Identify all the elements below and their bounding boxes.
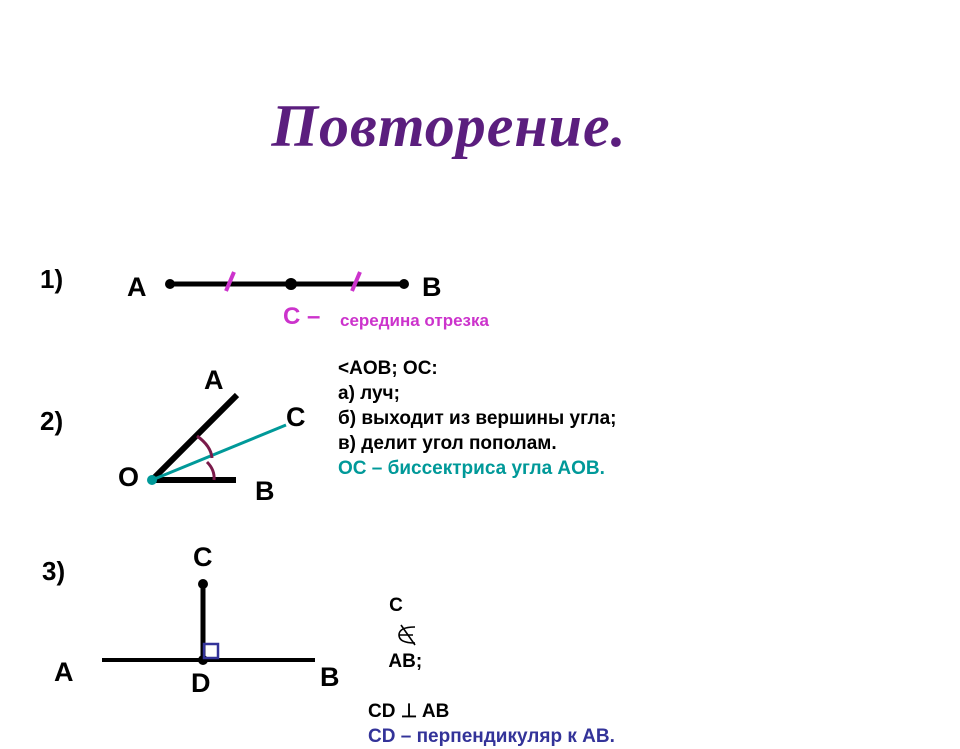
label-b: B [422,272,442,302]
geometry-figures [102,271,409,665]
property-line: в) делит угол пополам. [338,433,557,454]
label-c: C [286,402,306,432]
equal-tick-left [224,271,236,292]
statement-line-1: C AB; [368,568,615,699]
label-a: A [204,365,224,395]
point-a [165,279,175,289]
bisector-conclusion: OC – биссектриса угла AOB. [338,458,605,479]
angle-aob-figure [147,392,287,485]
label-d: D [191,668,211,698]
point-c [285,278,297,290]
label-a: A [127,272,147,302]
point-b [399,279,409,289]
statement-c: C [389,595,403,616]
label-o: O [118,462,140,492]
not-element-of-icon [398,624,416,646]
label-c: C [193,542,213,572]
angle-arc-2 [205,460,216,481]
perpendicular-conclusion: CD – перпендикуляр к AB. [368,726,615,747]
statement-ab: AB; [388,651,423,672]
slide: { "slide": { "title": "Повторение.", "s1… [40,93,627,747]
point-c [198,579,208,589]
perpendicular-statements: C AB; CD ⊥ AB CD – перпендикуляр к AB. [368,568,615,749]
perpendicular-figure [102,579,315,665]
segment-ab-figure [165,271,409,292]
slide-title: Повторение. [271,93,627,159]
property-line: б) выходит из вершины угла; [338,408,617,429]
label-b: B [255,476,275,506]
vertex-o [147,475,157,485]
section-3-number: 3) [42,556,66,586]
midpoint-letter: C – [283,303,321,330]
equal-tick-right [350,271,362,292]
section-2-number: 2) [40,406,64,436]
ray-oc [151,423,287,482]
section-1-number: 1) [40,264,64,294]
bisector-properties: <AOB; OC: а) луч; б) выходит из вершины … [338,356,617,481]
ray-oa [149,392,240,483]
label-a: A [54,657,74,687]
midpoint-caption: середина отрезка [340,311,489,330]
property-line: а) луч; [338,383,400,404]
label-b: B [320,662,340,692]
property-line: <AOB; OC: [338,358,438,379]
right-angle-mark [202,642,220,660]
angle-arc-1 [196,434,214,459]
statement-line-2: CD ⊥ AB [368,701,450,722]
